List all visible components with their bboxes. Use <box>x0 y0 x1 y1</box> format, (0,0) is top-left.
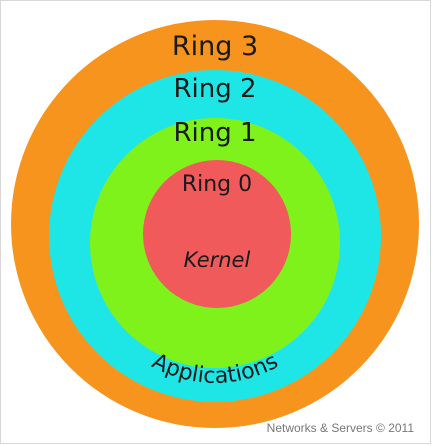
ring-2-label: Ring 2 <box>173 74 256 104</box>
copyright-credit: Networks & Servers © 2011 <box>266 421 414 435</box>
ring-0-label: Ring 0 <box>182 172 252 197</box>
ring-1-label: Ring 1 <box>173 118 256 148</box>
ring-0-circle <box>143 160 291 308</box>
kernel-label: Kernel <box>184 248 251 272</box>
ring-3-label: Ring 3 <box>172 31 258 62</box>
